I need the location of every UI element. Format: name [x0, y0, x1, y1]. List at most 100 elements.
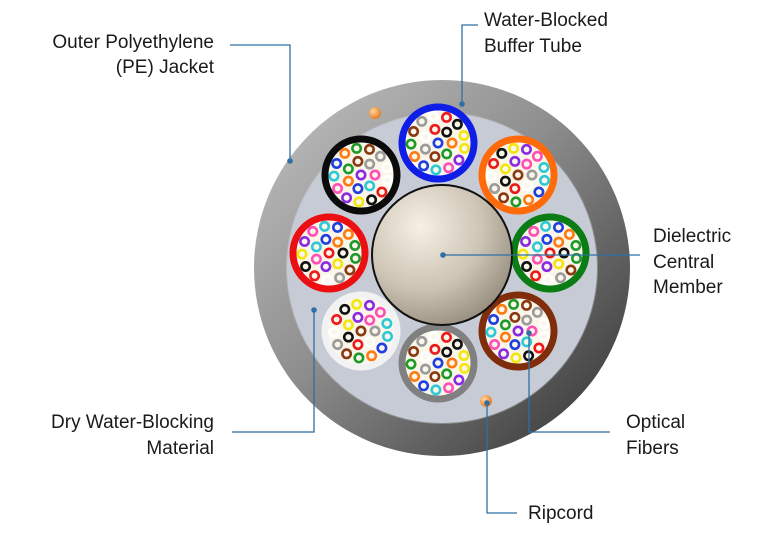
optical-fiber [428, 110, 440, 122]
optical-fiber [366, 350, 378, 362]
optical-fiber [552, 221, 564, 233]
optical-fiber [531, 306, 543, 318]
optical-fiber [496, 147, 508, 159]
optical-fiber [520, 236, 532, 248]
optical-fiber [332, 338, 344, 350]
leader-buffer-tube [461, 24, 478, 104]
label-dry-material-line2: Material [146, 438, 214, 459]
optical-fiber [498, 192, 510, 204]
optical-fiber [419, 143, 431, 155]
optical-fiber [309, 270, 321, 282]
optical-fiber [351, 298, 363, 310]
buffer-tube-slate [398, 323, 478, 403]
optical-fiber [381, 174, 393, 186]
optical-fiber [342, 319, 354, 331]
optical-fiber [499, 175, 511, 187]
optical-fiber [351, 142, 363, 154]
optical-fiber [352, 155, 364, 167]
leader-dry-material [232, 310, 315, 433]
optical-fiber [555, 272, 567, 284]
optical-fiber [408, 126, 420, 138]
optical-fiber [328, 326, 340, 338]
optical-fiber [344, 264, 356, 276]
optical-fiber [300, 260, 312, 272]
optical-fiber [432, 137, 444, 149]
optical-fiber [310, 241, 322, 253]
optical-fiber [509, 183, 521, 195]
optical-fiber [374, 306, 386, 318]
optical-fiber [488, 158, 500, 170]
optical-fiber [531, 150, 543, 162]
optical-fiber [528, 225, 540, 237]
label-outer-jacket-line2: (PE) Jacket [116, 57, 215, 78]
optical-fiber [499, 331, 511, 343]
optical-fiber [499, 163, 511, 175]
optical-fiber [485, 170, 497, 182]
optical-fiber [334, 272, 346, 284]
leader-dot-buffer-tube [459, 101, 465, 107]
optical-fiber [429, 343, 441, 355]
optical-fiber [446, 137, 458, 149]
optical-fiber [416, 115, 428, 127]
optical-fiber [405, 138, 417, 150]
optical-fiber [366, 194, 378, 206]
optical-fiber [441, 368, 453, 380]
optical-fiber [489, 338, 501, 350]
optical-fiber [541, 261, 553, 273]
optical-fiber [381, 162, 393, 174]
optical-fiber [419, 351, 431, 363]
buffer-tube-blue [398, 103, 478, 183]
optical-fiber [520, 143, 532, 155]
optical-fiber [451, 338, 463, 350]
optical-fiber [332, 236, 344, 248]
optical-fiber [451, 118, 463, 130]
label-optical-fibers-line1: Optical [626, 412, 685, 433]
optical-fiber [353, 352, 365, 364]
optical-fiber [355, 325, 367, 337]
optical-fiber [538, 330, 550, 342]
optical-fiber [349, 240, 361, 252]
leader-dot-central-member [440, 252, 446, 258]
optical-fiber [517, 248, 529, 260]
label-optical-fibers-line2: Fibers [626, 438, 679, 459]
optical-fiber [352, 311, 364, 323]
optical-fiber [337, 247, 349, 259]
optical-fiber [332, 183, 344, 195]
optical-fiber [441, 126, 453, 138]
optical-fiber [440, 111, 452, 123]
optical-fiber [342, 331, 354, 343]
optical-fiber [364, 180, 376, 192]
optical-fiber [521, 158, 533, 170]
optical-fiber [458, 130, 470, 142]
optical-fiber [458, 349, 470, 361]
optical-fiber [453, 154, 465, 166]
optical-fiber [531, 241, 543, 253]
optical-fiber [339, 147, 351, 159]
optical-fiber [321, 274, 333, 286]
optical-fiber [296, 248, 308, 260]
leader-dot-ripcord [484, 400, 490, 406]
optical-fiber [498, 348, 510, 360]
optical-fiber [565, 264, 577, 276]
optical-fiber [332, 258, 344, 270]
optical-fiber [538, 174, 550, 186]
optical-fiber [432, 357, 444, 369]
optical-fiber [521, 180, 533, 192]
optical-fiber [429, 123, 441, 135]
optical-fiber [553, 258, 565, 270]
optical-fiber [349, 252, 361, 264]
optical-fiber [369, 325, 381, 337]
optical-fiber [441, 346, 453, 358]
optical-fiber [381, 317, 393, 329]
leader-ripcord [486, 403, 517, 514]
optical-fiber [376, 342, 388, 354]
optical-fiber [429, 371, 441, 383]
optical-fiber [509, 155, 521, 167]
optical-fiber [416, 335, 428, 347]
optical-fiber [538, 317, 550, 329]
optical-fiber [319, 220, 331, 232]
optical-fiber [409, 151, 421, 163]
optical-fiber [430, 164, 442, 176]
optical-fiber [364, 336, 376, 348]
